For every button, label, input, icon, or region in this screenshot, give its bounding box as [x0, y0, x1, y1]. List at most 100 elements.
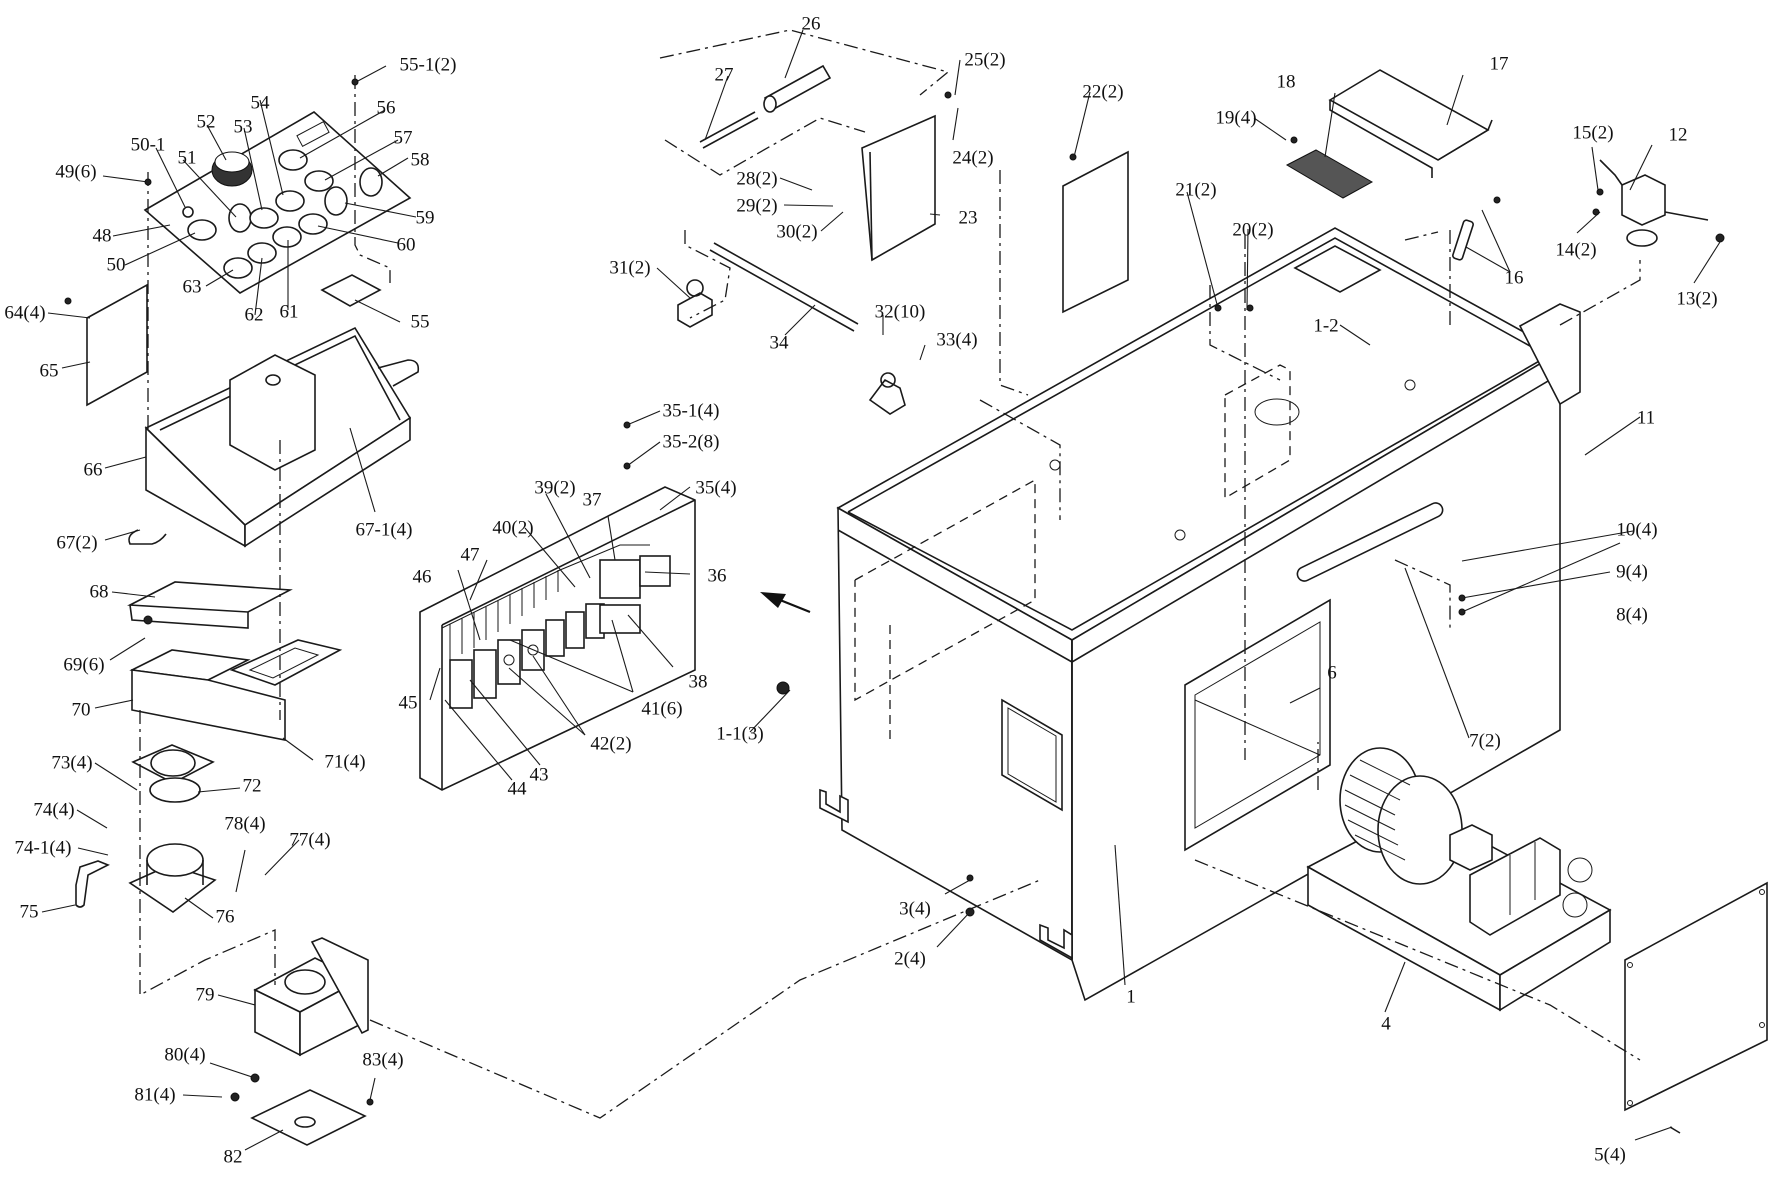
callout-51: 51 [177, 147, 197, 169]
callout-65: 65 [39, 360, 59, 382]
callout-3: 3(4) [899, 898, 931, 920]
callout-74-1: 74-1(4) [14, 837, 72, 859]
callout-67-1: 67-1(4) [355, 519, 413, 541]
callout-81: 81(4) [134, 1084, 176, 1106]
callout-19: 19(4) [1215, 107, 1257, 129]
roller [699, 64, 832, 149]
callout-25: 25(2) [964, 49, 1006, 71]
callout-72: 72 [242, 775, 262, 797]
callout-35-2: 35-2(8) [662, 431, 720, 453]
callout-83: 83(4) [362, 1049, 404, 1071]
callout-28: 28(2) [736, 168, 778, 190]
plate-82 [250, 1089, 367, 1146]
assembly-lines [139, 29, 1641, 1119]
callout-4: 4 [1381, 1013, 1391, 1035]
callout-71: 71(4) [324, 751, 366, 773]
callout-52: 52 [196, 111, 216, 133]
callout-26: 26 [801, 13, 821, 35]
callout-21: 21(2) [1175, 179, 1217, 201]
callout-13: 13(2) [1676, 288, 1718, 310]
cover-plate [1062, 150, 1129, 314]
callout-18: 18 [1276, 71, 1296, 93]
callout-73: 73(4) [51, 752, 93, 774]
callout-50: 50 [106, 254, 126, 276]
callout-35: 35(4) [695, 477, 737, 499]
callout-31: 31(2) [609, 257, 651, 279]
callout-35-1: 35-1(4) [662, 400, 720, 422]
callout-57: 57 [393, 127, 413, 149]
callout-41: 41(6) [641, 698, 683, 720]
callout-12: 12 [1668, 124, 1688, 146]
callout-64: 64(4) [4, 302, 46, 324]
callout-54: 54 [250, 92, 270, 114]
callout-43: 43 [529, 764, 549, 786]
callout-16: 16 [1504, 267, 1524, 289]
callout-75: 75 [19, 901, 39, 923]
callout-33: 33(4) [936, 329, 978, 351]
callout-2: 2(4) [894, 948, 926, 970]
callout-48: 48 [92, 225, 112, 247]
callout-11: 11 [1636, 407, 1656, 429]
coolant-pump [1599, 159, 1725, 247]
callout-1: 1 [1126, 986, 1136, 1008]
callout-32: 32(10) [874, 301, 926, 323]
callout-47: 47 [460, 544, 480, 566]
callout-17: 17 [1489, 53, 1509, 75]
lever-75 [75, 860, 110, 908]
callout-62: 62 [244, 304, 264, 326]
callout-27: 27 [714, 64, 734, 86]
mount-box-70 [129, 639, 343, 741]
flange-72 [131, 744, 215, 803]
hydraulic-unit [1306, 747, 1768, 1134]
callout-46: 46 [412, 566, 432, 588]
callout-24: 24(2) [952, 147, 994, 169]
callout-74: 74(4) [33, 799, 75, 821]
callout-34: 34 [769, 332, 789, 354]
callout-6: 6 [1327, 662, 1337, 684]
callout-76: 76 [215, 906, 235, 928]
callout-29: 29(2) [736, 195, 778, 217]
callout-36: 36 [707, 565, 727, 587]
callout-22: 22(2) [1082, 81, 1124, 103]
motor-mount-79 [253, 937, 369, 1057]
callout-42: 42(2) [590, 733, 632, 755]
cabinet-body [819, 227, 1581, 1002]
electrical-box [419, 486, 696, 791]
callout-44: 44 [507, 778, 527, 800]
callout-30: 30(2) [776, 221, 818, 243]
pillow-block-32 [868, 372, 906, 415]
fasteners [64, 78, 1604, 1106]
callout-68: 68 [89, 581, 109, 603]
callout-55-1: 55-1(2) [399, 54, 457, 76]
callout-14: 14(2) [1555, 239, 1597, 261]
callout-1-2: 1-2 [1313, 315, 1339, 337]
long-rod [709, 242, 859, 332]
callout-39: 39(2) [534, 477, 576, 499]
callout-37: 37 [582, 489, 602, 511]
callout-23: 23 [958, 207, 978, 229]
callout-63: 63 [182, 276, 202, 298]
callout-38: 38 [688, 671, 708, 693]
control-panel [86, 111, 412, 407]
callout-15: 15(2) [1572, 122, 1614, 144]
callout-7: 7(2) [1469, 730, 1501, 752]
callout-66: 66 [83, 459, 103, 481]
callout-82: 82 [223, 1146, 243, 1168]
callout-58: 58 [410, 149, 430, 171]
flange-76 [128, 843, 217, 913]
callout-9: 9(4) [1616, 561, 1648, 583]
callout-50-1: 50-1 [130, 134, 166, 156]
callout-67: 67(2) [56, 532, 98, 554]
mesh-filter [1285, 149, 1374, 199]
control-box [128, 326, 420, 548]
callout-61: 61 [279, 301, 299, 323]
direction-arrow [760, 592, 811, 614]
chip-tray [1328, 69, 1493, 178]
callout-55: 55 [410, 311, 430, 333]
sight-glass [1452, 219, 1474, 261]
callout-8: 8(4) [1616, 604, 1648, 626]
callout-45: 45 [398, 692, 418, 714]
callout-59: 59 [415, 207, 435, 229]
